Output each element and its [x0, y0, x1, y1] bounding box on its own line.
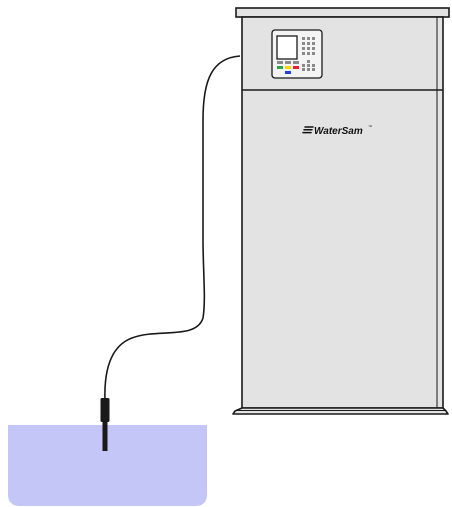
cabinet-base	[232, 407, 449, 415]
brand-trademark: ™	[368, 124, 372, 129]
function-keys	[277, 61, 299, 64]
control-panel-display	[276, 35, 298, 60]
arrow-pad	[302, 60, 315, 71]
cabinet-body	[241, 16, 444, 409]
cabinet-top-cap	[235, 7, 450, 18]
blue-key	[285, 71, 291, 74]
keypad-display-icon	[271, 29, 323, 79]
brand-name: WaterSam	[314, 126, 363, 137]
sampling-hose	[104, 55, 241, 401]
sampler-cabinet: WaterSam ™	[232, 7, 450, 415]
brand-logo: WaterSam ™	[302, 124, 372, 137]
green-key	[277, 66, 283, 69]
three-slanted-lines-logo	[302, 126, 314, 134]
yellow-key	[285, 66, 291, 69]
red-key	[293, 66, 299, 69]
water-container	[8, 425, 207, 506]
sampling-probe-icon	[100, 398, 110, 451]
numeric-keypad	[302, 37, 315, 55]
